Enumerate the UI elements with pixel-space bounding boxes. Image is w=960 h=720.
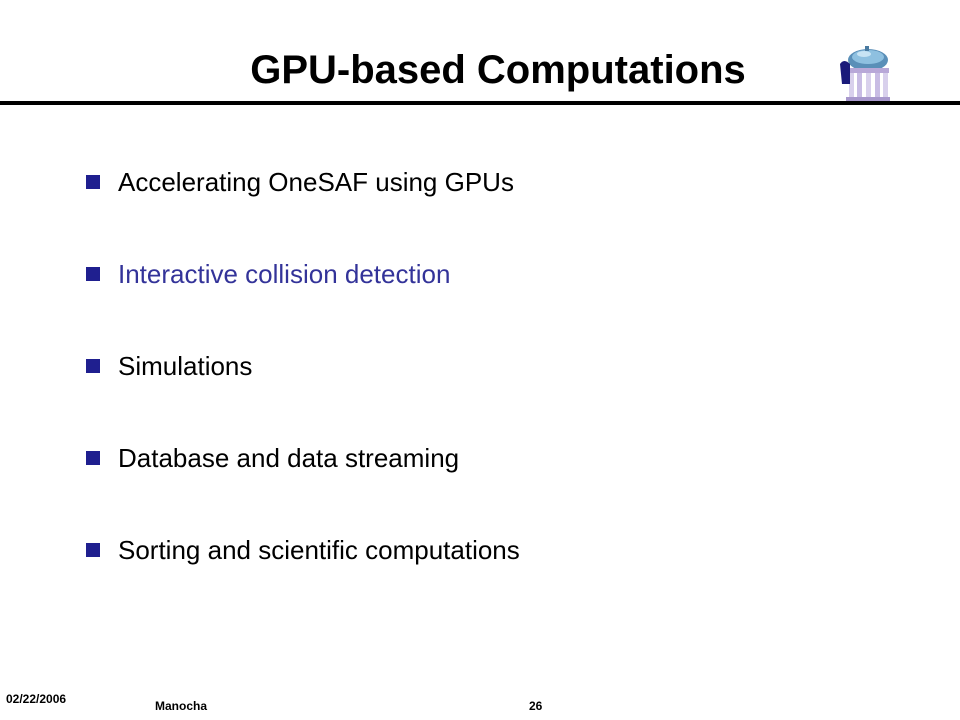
slide-title: GPU-based Computations (250, 48, 746, 92)
footer-author: Manocha (155, 699, 208, 713)
bullet-text-highlighted: Interactive collision detection (118, 259, 451, 289)
square-bullet-icon (86, 543, 100, 557)
bullet-text: Database and data streaming (118, 443, 460, 473)
bullet-list: Accelerating OneSAF using GPUs Interacti… (86, 165, 520, 625)
bullet-item: Accelerating OneSAF using GPUs (86, 165, 520, 257)
bullet-item: Sorting and scientific computations (86, 533, 520, 625)
bullet-item: Interactive collision detection (86, 257, 520, 349)
bullet-text: Sorting and scientific computations (118, 535, 520, 565)
bullet-item: Simulations (86, 349, 520, 441)
bullet-item: Database and data streaming (86, 441, 520, 533)
square-bullet-icon (86, 267, 100, 281)
title-rule (0, 101, 960, 105)
square-bullet-icon (86, 451, 100, 465)
footer-page-number: 26 (529, 699, 543, 713)
square-bullet-icon (86, 359, 100, 373)
bullet-text: Simulations (118, 351, 253, 381)
bullet-text: Accelerating OneSAF using GPUs (118, 167, 514, 197)
square-bullet-icon (86, 175, 100, 189)
footer-date: 02/22/2006 (6, 692, 67, 706)
old-well-dome-icon (840, 46, 890, 103)
